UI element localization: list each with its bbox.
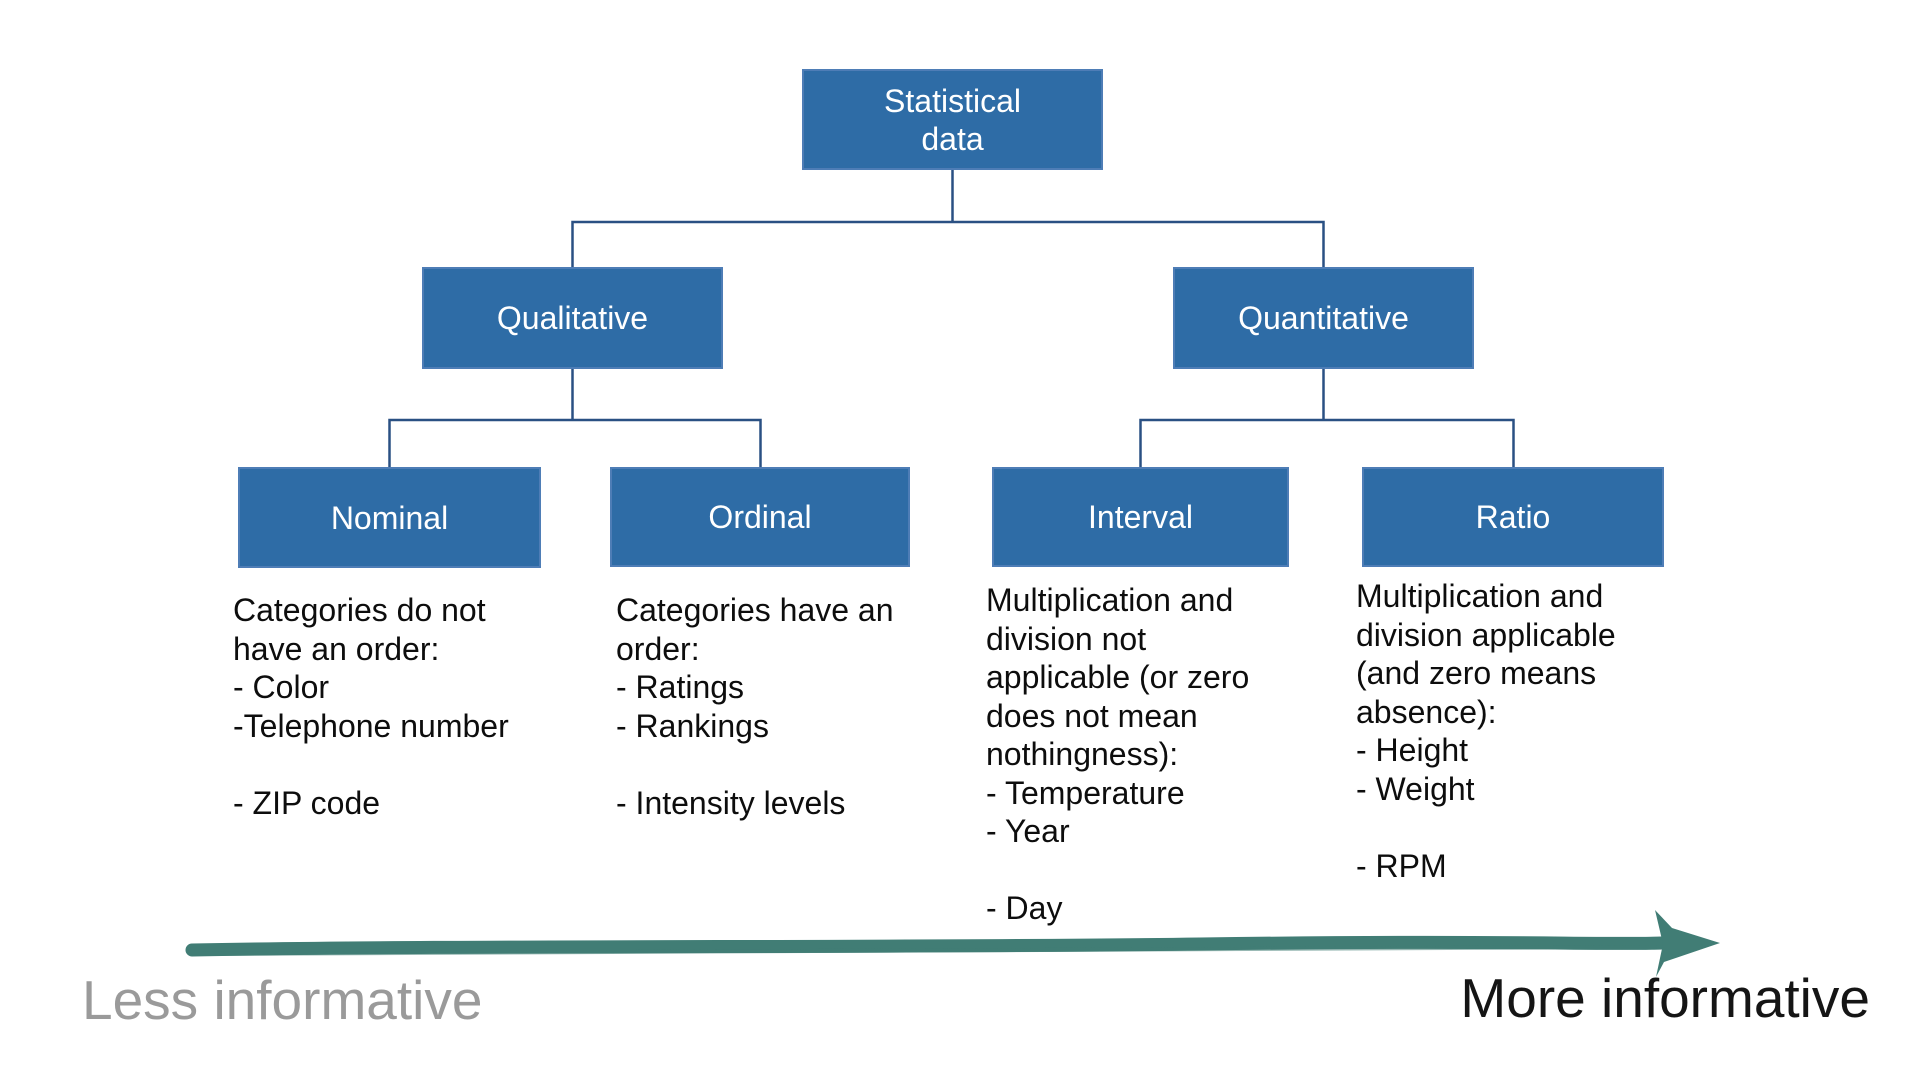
connector-root-to-branches xyxy=(571,170,1325,267)
informative-axis-arrow xyxy=(185,910,1720,977)
connector-qualitative-to-leaves xyxy=(388,369,762,467)
node-ratio: Ratio xyxy=(1362,467,1664,567)
arrow-shaft-texture xyxy=(196,945,1657,956)
node-statistical-data: Statistical data xyxy=(802,69,1103,170)
node-qualitative-label: Qualitative xyxy=(496,300,649,336)
node-ordinal: Ordinal xyxy=(610,467,910,567)
arrow-head-icon xyxy=(1655,910,1720,977)
node-interval: Interval xyxy=(992,467,1289,567)
node-ordinal-label: Ordinal xyxy=(708,499,812,535)
nominal-description: Categories do not have an order: - Color… xyxy=(233,592,509,821)
more-informative-label: More informative xyxy=(1460,967,1870,1029)
connector-quantitative-to-leaves xyxy=(1139,369,1515,467)
node-interval-label: Interval xyxy=(1088,499,1193,535)
node-ratio-label: Ratio xyxy=(1475,499,1551,535)
node-nominal-label: Nominal xyxy=(330,499,449,536)
ordinal-description: Categories have an order: - Ratings - Ra… xyxy=(616,592,894,821)
node-qualitative: Qualitative xyxy=(422,267,723,369)
node-quantitative: Quantitative xyxy=(1173,267,1474,369)
arrow-shaft xyxy=(185,935,1669,957)
less-informative-label: Less informative xyxy=(82,969,483,1031)
interval-description: Multiplication and division not applicab… xyxy=(986,582,1250,926)
node-nominal: Nominal xyxy=(238,467,541,568)
node-statistical-data-label: Statistical data xyxy=(884,82,1021,157)
ratio-description: Multiplication and division applicable (… xyxy=(1356,578,1616,884)
node-quantitative-label: Quantitative xyxy=(1238,300,1409,336)
